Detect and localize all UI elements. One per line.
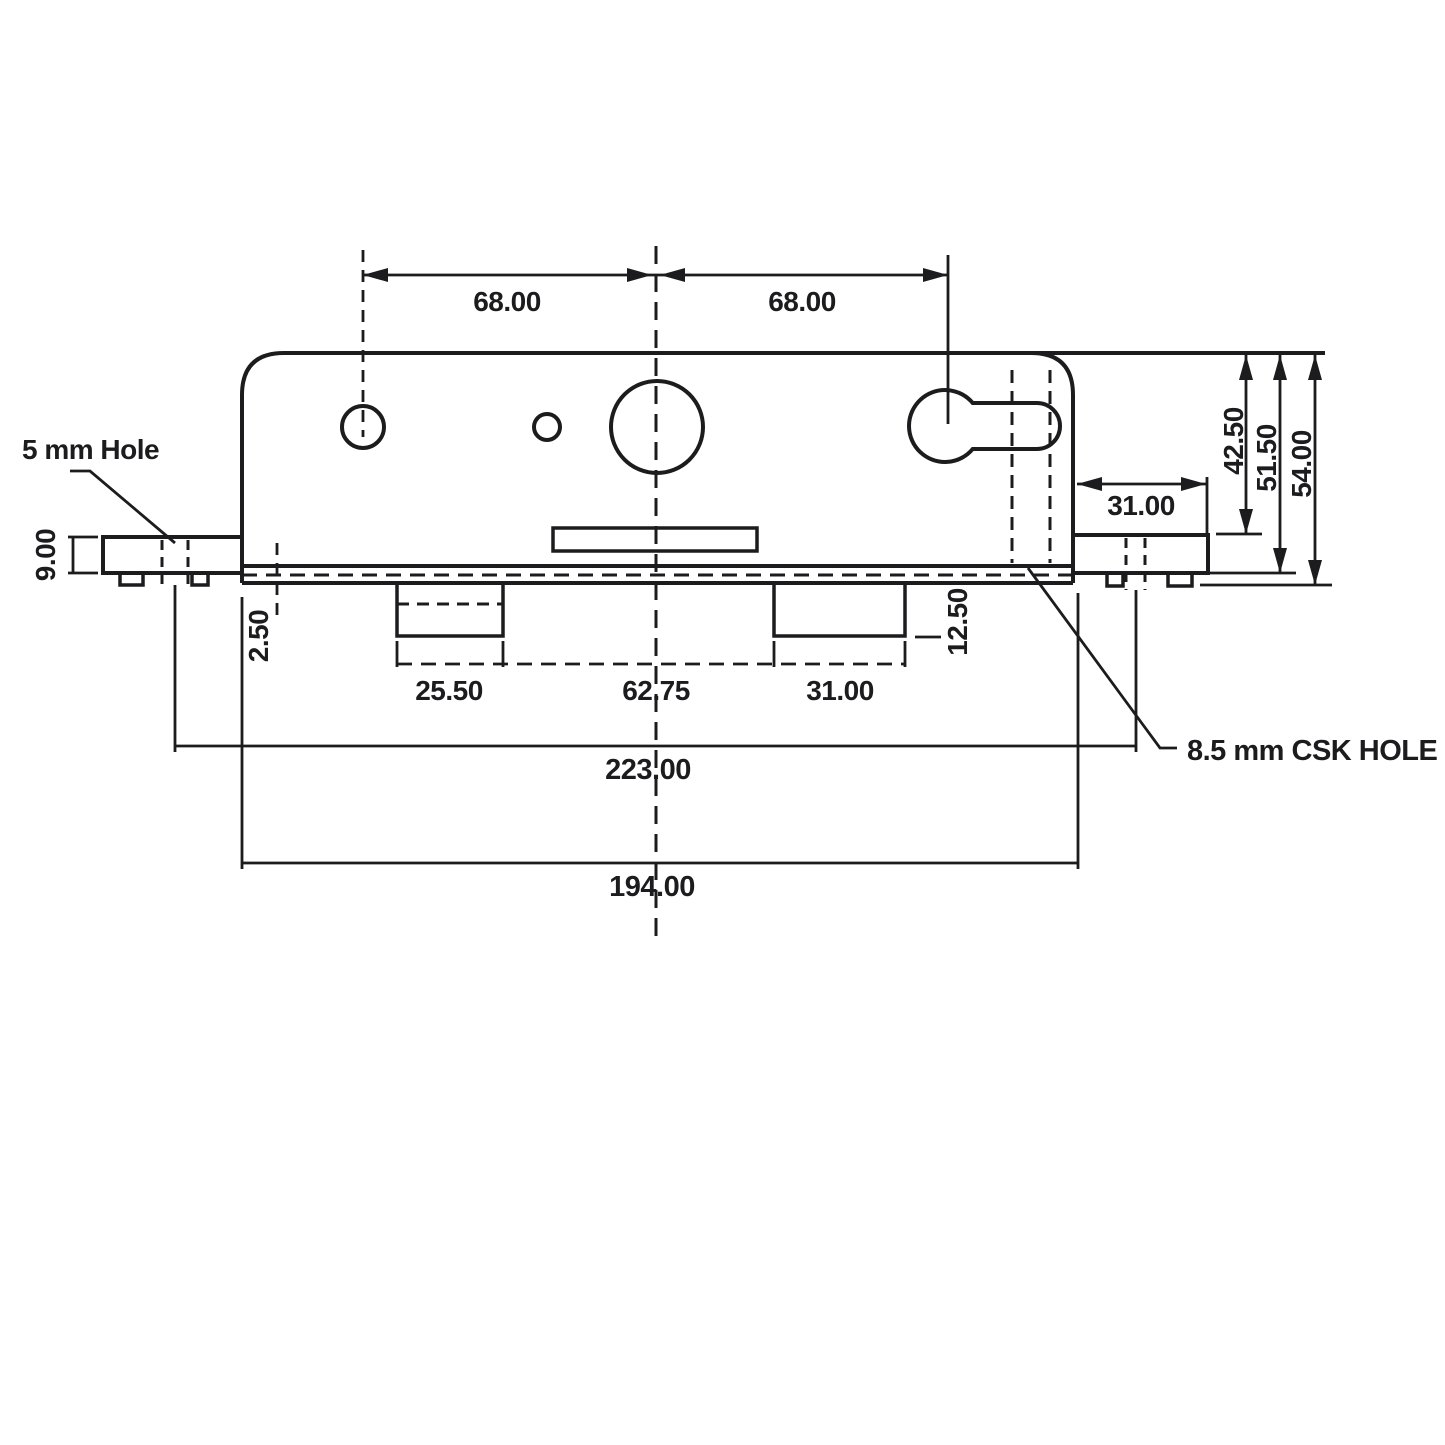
small-center-hole	[532, 412, 562, 442]
dim-right-heights: 42.50 51.50 54.00	[1200, 353, 1332, 587]
dim-label-12-50: 12.50	[942, 588, 973, 656]
dim-label-68-right: 68.00	[768, 286, 836, 317]
dim-label-51-50: 51.50	[1251, 424, 1282, 492]
arrowhead	[1308, 355, 1322, 380]
dim-label-62-75: 62.75	[622, 675, 690, 706]
note-5mm-hole: 5 mm Hole	[22, 434, 176, 545]
arrowhead	[1273, 548, 1287, 573]
note-csk-hole: 8.5 mm CSK HOLE	[1026, 567, 1438, 767]
dim-top-spans: 68.00 68.00	[361, 250, 950, 437]
hole-note-label: 5 mm Hole	[22, 434, 159, 465]
dim-left-tab-height: 9.00	[30, 529, 98, 582]
left-tab	[101, 535, 242, 575]
body-right-edge	[1030, 351, 1075, 583]
arrowhead	[660, 268, 685, 282]
dim-label-31-bottom: 31.00	[806, 675, 874, 706]
dim-label-223: 223.00	[605, 754, 691, 786]
arrowhead	[1273, 355, 1287, 380]
dim-label-194: 194.00	[609, 871, 695, 903]
dim-label-9: 9.00	[30, 529, 61, 582]
center-hole	[609, 379, 705, 475]
arrowhead	[1077, 477, 1102, 491]
csk-note-leader	[1026, 567, 1177, 750]
notch-tab-left	[395, 583, 505, 638]
dim-label-42-50: 42.50	[1218, 407, 1249, 475]
dim-label-68-left: 68.00	[473, 286, 541, 317]
dim-label-25-50: 25.50	[415, 675, 483, 706]
left-tab-foot-1	[118, 573, 145, 587]
notch-tab-right	[772, 583, 907, 638]
arrowhead	[627, 268, 652, 282]
right-tab-foot-1	[1105, 573, 1125, 588]
arrowhead	[1308, 560, 1322, 585]
dim-overall-width: 223.00	[173, 585, 1138, 786]
dim-right-tab-width: 31.00	[1077, 477, 1209, 533]
arrowhead	[363, 268, 388, 282]
dim-label-54-00: 54.00	[1286, 430, 1317, 498]
arrowhead	[1239, 509, 1253, 534]
hole-note-leader	[70, 469, 176, 545]
left-hole	[340, 404, 386, 450]
keyhole-slot	[907, 388, 1062, 464]
arrowhead	[923, 268, 948, 282]
dim-notch-depth: 12.50	[915, 588, 973, 656]
arrowhead	[1239, 355, 1253, 380]
center-slot	[551, 526, 759, 553]
right-tab-foot-2	[1166, 573, 1194, 588]
arrowhead	[1181, 477, 1206, 491]
dim-body-width: 194.00	[240, 593, 1080, 903]
part-outline-group	[101, 351, 1325, 638]
dim-notches: 25.50 62.75 31.00	[395, 641, 907, 706]
csk-note-label: 8.5 mm CSK HOLE	[1187, 735, 1437, 767]
body-left-edge	[240, 351, 285, 583]
dim-label-31-right: 31.00	[1107, 490, 1175, 521]
right-tab	[1073, 533, 1210, 575]
dim-label-2-50: 2.50	[243, 610, 274, 663]
dim-flange-offset: 2.50	[243, 543, 279, 663]
left-tab-foot-2	[190, 573, 210, 587]
